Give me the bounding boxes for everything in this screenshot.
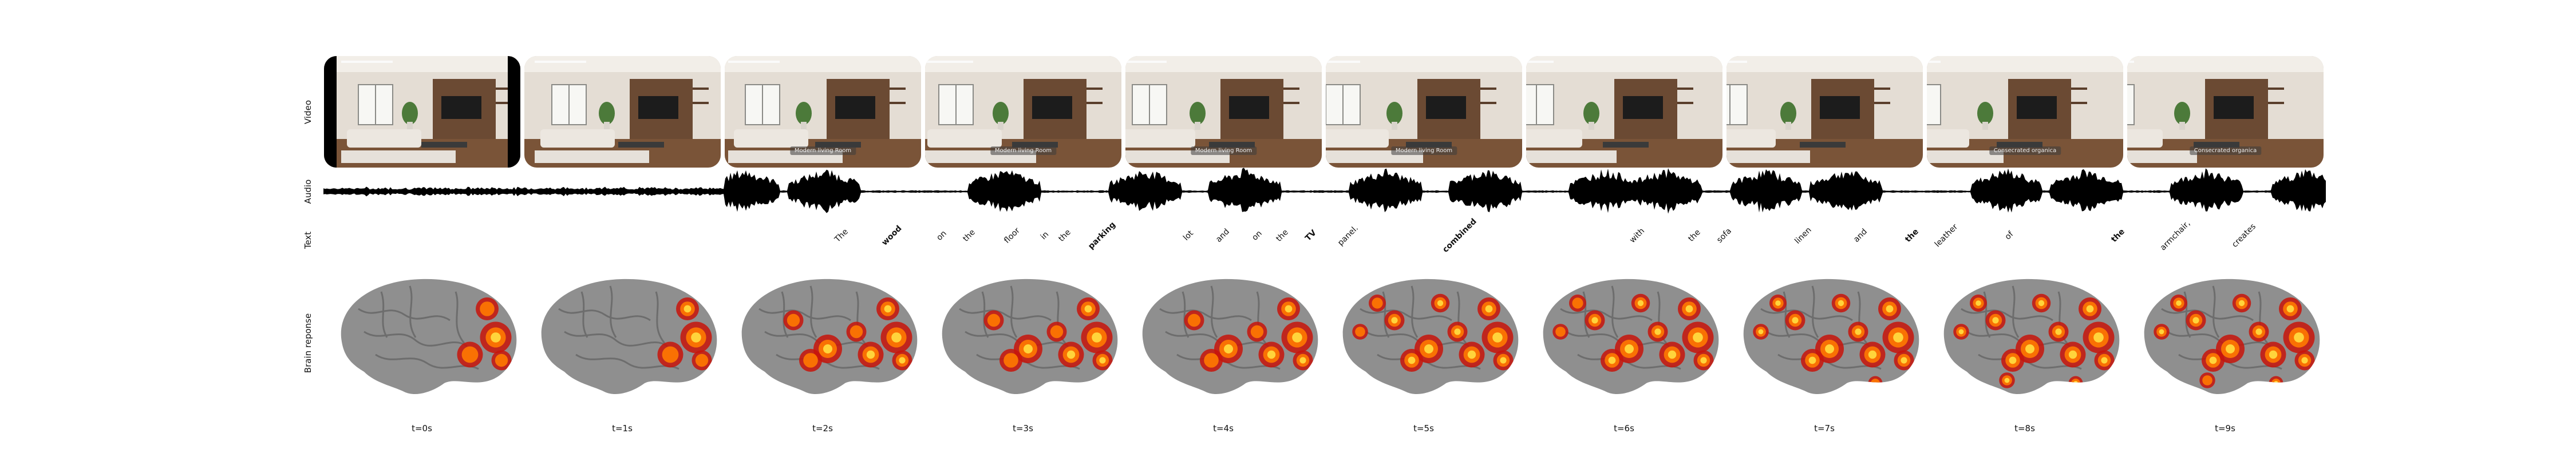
cortex-map — [1142, 279, 1318, 395]
frame-caption: Modern living Room — [1390, 146, 1457, 155]
video-frame — [1726, 56, 1923, 168]
row-label-video: Video — [303, 100, 313, 125]
brain-surface — [1326, 269, 1522, 400]
video-frame — [524, 56, 721, 168]
transcript-word: TV — [1303, 228, 1318, 243]
living-room-image — [1726, 56, 1923, 168]
cortex-map — [942, 279, 1118, 395]
video-frame: Consecrated organica — [1927, 56, 2123, 168]
row-label-audio: Audio — [303, 179, 313, 204]
transcript-word: the — [2109, 227, 2127, 244]
time-label: t=9s — [2215, 423, 2235, 434]
time-label: t=6s — [1614, 423, 1634, 434]
video-frame: Modern living Room — [925, 56, 1121, 168]
transcript-word: leather — [1933, 222, 1960, 249]
transcript-word: the — [1903, 227, 1921, 244]
cortex-map — [1743, 279, 1919, 395]
row-label-brain: Brain reponse — [303, 313, 313, 373]
cortex-map — [741, 279, 918, 395]
transcript-word: and — [1214, 227, 1231, 244]
transcript-word: The — [833, 227, 850, 244]
brain-surface — [925, 269, 1121, 400]
time-label: t=8s — [2014, 423, 2035, 434]
video-frame: Modern living Room — [1125, 56, 1322, 168]
time-label: t=7s — [1814, 423, 1835, 434]
transcript-word: on — [935, 229, 949, 243]
transcript-word: floor — [1002, 226, 1022, 245]
time-label: t=5s — [1413, 423, 1434, 434]
transcript-word: and — [1852, 227, 1869, 244]
time-label: t=4s — [1213, 423, 1234, 434]
frame-caption: Consecrated organica — [2189, 146, 2262, 155]
transcript-word: lot — [1181, 228, 1196, 243]
transcript-word: the — [1057, 228, 1073, 244]
living-room-image — [1927, 56, 2123, 168]
cortex-map — [1543, 279, 1719, 395]
living-room-image — [1526, 56, 1722, 168]
transcript-word: of — [2003, 229, 2016, 242]
video-frame: Modern living Room — [725, 56, 921, 168]
living-room-image — [1125, 56, 1322, 168]
living-room-image — [324, 56, 520, 168]
transcript-word: wood — [880, 224, 904, 248]
transcript-word: panel. — [1336, 224, 1360, 248]
transcript-word: linen — [1793, 225, 1814, 246]
video-frame: Modern living Room — [1326, 56, 1522, 168]
cortex-map — [541, 279, 717, 395]
frame-caption: Modern living Room — [990, 146, 1057, 155]
brain-surface — [1726, 269, 1923, 400]
time-label: t=2s — [812, 423, 833, 434]
transcript-word: creates — [2230, 222, 2258, 249]
transcript-word: parking — [1086, 220, 1118, 252]
living-room-image — [1326, 56, 1522, 168]
video-frame: Consecrated organica — [2127, 56, 2324, 168]
brain-surface — [1125, 269, 1322, 400]
transcript-word: the — [1686, 228, 1702, 244]
brain-surface — [324, 269, 520, 400]
frame-caption: Modern living Room — [1190, 146, 1257, 155]
cortex-map — [341, 279, 517, 395]
cortex-map — [1342, 279, 1519, 395]
living-room-image — [2127, 56, 2324, 168]
living-room-image — [524, 56, 721, 168]
transcript-word: on — [1250, 229, 1264, 243]
time-label: t=0s — [412, 423, 432, 434]
video-frame — [1526, 56, 1722, 168]
time-label: t=1s — [612, 423, 633, 434]
brain-surface — [725, 269, 921, 400]
audio-waveform — [323, 168, 2326, 214]
video-frame — [324, 56, 520, 168]
brain-surface — [1526, 269, 1722, 400]
brain-surface — [1927, 269, 2123, 400]
transcript-word: combined — [1441, 217, 1479, 255]
row-label-text: Text — [303, 231, 313, 249]
cortex-map — [2144, 279, 2320, 395]
time-label: t=3s — [1013, 423, 1033, 434]
transcript-word: in — [1038, 229, 1051, 242]
transcript-word: sofa — [1714, 226, 1734, 245]
transcript-word: the — [961, 228, 977, 244]
transcript-word: the — [1274, 228, 1290, 244]
frame-caption: Modern living Room — [789, 146, 856, 155]
transcript-word: with — [1627, 226, 1647, 245]
transcript-word: armchair, — [2158, 218, 2192, 253]
cortex-map — [1943, 279, 2120, 395]
waveform-path — [323, 168, 2326, 214]
frame-caption: Consecrated organica — [1989, 146, 2061, 155]
brain-surface — [2127, 269, 2324, 400]
brain-surface — [524, 269, 721, 400]
